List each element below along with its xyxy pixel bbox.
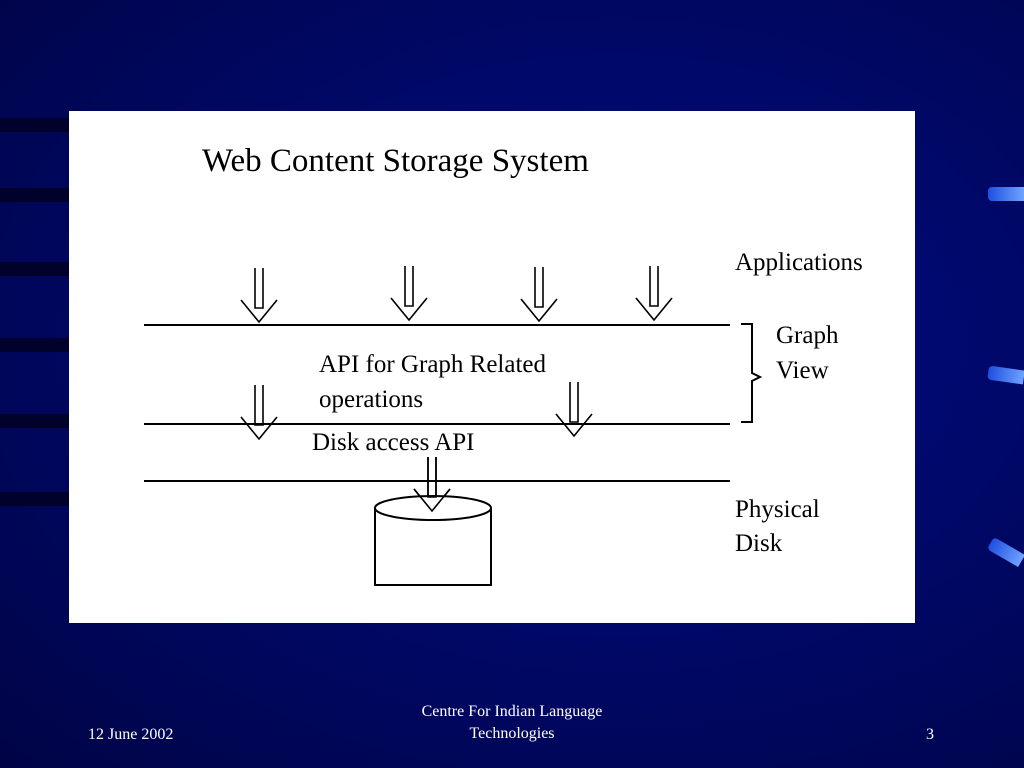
diagram-title: Web Content Storage System — [202, 143, 589, 179]
down-arrow-icon — [240, 267, 278, 323]
decor-stripe — [0, 492, 72, 506]
footer-org: Centre For Indian Language Technologies — [372, 701, 652, 745]
graph-view-brace — [741, 323, 763, 423]
api-graph-label-line2: operations — [319, 386, 424, 413]
decor-stripe — [0, 188, 72, 202]
down-arrow-icon — [390, 265, 428, 321]
decor-stripe — [0, 118, 72, 132]
graph-view-label-line2: View — [776, 357, 829, 384]
footer-page-number: 3 — [926, 726, 934, 743]
down-arrow-icon — [555, 381, 593, 437]
decor-stripe — [0, 262, 72, 276]
disk-cylinder-icon — [374, 495, 492, 586]
down-arrow-icon — [635, 265, 673, 321]
footer-org-line1: Centre For Indian Language — [421, 703, 603, 720]
physical-disk-label-line2: Disk — [735, 530, 783, 557]
applications-label: Applications — [735, 249, 863, 276]
physical-disk-label-line1: Physical — [735, 496, 820, 523]
down-arrow-icon — [520, 266, 558, 322]
decor-stripe — [0, 414, 72, 428]
decor-stripe — [0, 338, 72, 352]
footer-date: 12 June 2002 — [88, 726, 174, 743]
diagram-graphics — [144, 265, 763, 586]
down-arrow-icon — [240, 384, 278, 440]
footer-org-line2: Technologies — [469, 725, 555, 742]
diagram-panel: Web Content Storage System Applications … — [69, 111, 915, 623]
api-graph-label-line1: API for Graph Related — [319, 351, 547, 378]
decor-bevel — [988, 187, 1024, 201]
disk-access-api-label: Disk access API — [312, 429, 475, 456]
graph-view-label-line1: Graph — [776, 322, 839, 349]
